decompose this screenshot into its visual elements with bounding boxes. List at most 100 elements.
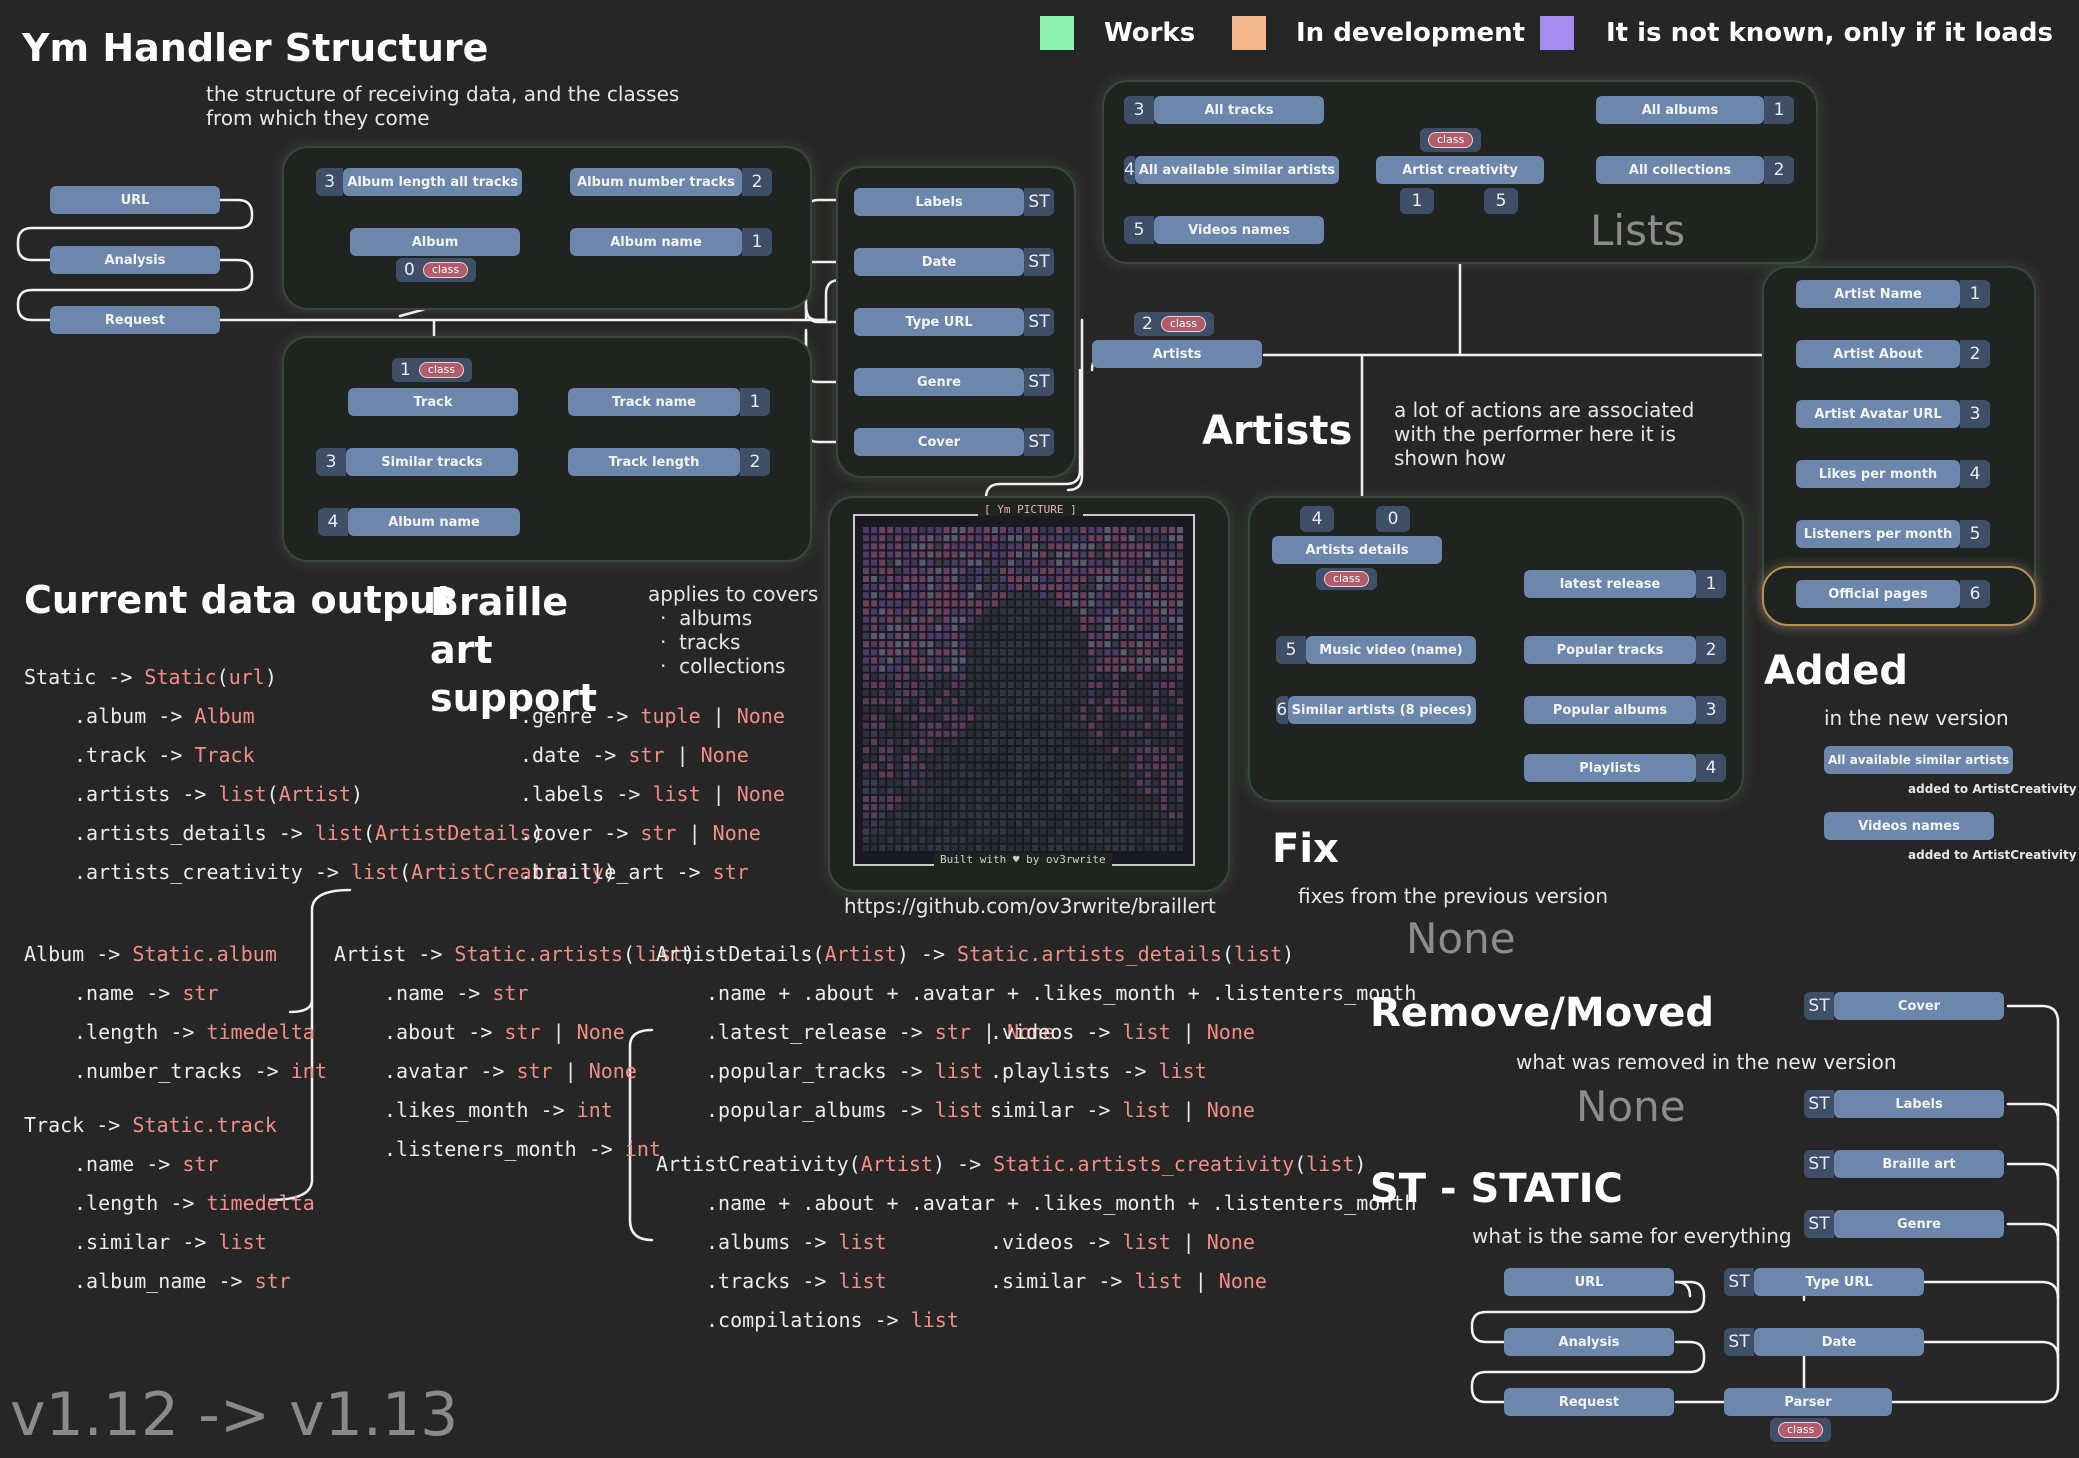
artist-details-node[interactable]: Artists details <box>1272 536 1442 564</box>
parser-url-node[interactable]: URL <box>1504 1268 1674 1296</box>
braille-cell <box>911 567 918 574</box>
braille-cell <box>1144 649 1151 656</box>
braille-cell <box>1040 616 1047 623</box>
braille-cell <box>895 673 902 680</box>
braille-cell <box>1096 616 1103 623</box>
fix-value: None <box>1406 914 1516 963</box>
braille-cell <box>943 673 950 680</box>
artist-creativity-node[interactable]: Artist creativity <box>1376 156 1544 184</box>
braille-cell <box>1160 681 1167 688</box>
flow-url-node[interactable]: URL <box>50 186 220 214</box>
flow-request-node[interactable]: Request <box>50 306 220 334</box>
braille-cell <box>1176 673 1183 680</box>
braille-cell <box>1120 779 1127 786</box>
flow-analysis-node[interactable]: Analysis <box>50 246 220 274</box>
braille-cell <box>1152 779 1159 786</box>
parser-request-node[interactable]: Request <box>1504 1388 1674 1416</box>
braille-cell <box>1088 527 1095 534</box>
braille-cell <box>951 706 958 713</box>
braille-cell <box>991 575 998 583</box>
version-label: v1.12 -> v1.13 <box>10 1380 459 1450</box>
braille-cell <box>911 649 918 656</box>
album-node[interactable]: Album <box>350 228 520 256</box>
braille-cell <box>1024 632 1031 640</box>
braille-cell <box>1015 812 1022 819</box>
added-similar-artists-node[interactable]: All available similar artists <box>1824 746 2014 774</box>
braille-cell <box>1136 844 1143 851</box>
braille-cell <box>935 649 942 656</box>
braille-cell <box>975 730 982 737</box>
braille-cell <box>999 820 1006 827</box>
braille-cell <box>1168 673 1175 680</box>
braille-cell <box>1032 763 1039 770</box>
braille-cell <box>863 632 870 640</box>
braille-cell <box>943 527 950 534</box>
braille-cell <box>975 836 982 843</box>
braille-cell <box>927 747 934 754</box>
braille-cell <box>863 673 870 680</box>
braille-cell <box>967 722 974 729</box>
braille-cell <box>1160 559 1167 566</box>
braille-cell <box>1176 649 1183 656</box>
braille-cell <box>1015 722 1022 729</box>
braille-cell <box>991 812 998 819</box>
track-node[interactable]: Track <box>348 388 518 416</box>
braille-cell <box>1112 771 1119 778</box>
parser-node[interactable]: Parser <box>1724 1388 1892 1416</box>
parser-analysis-node[interactable]: Analysis <box>1504 1328 1674 1356</box>
braille-cell <box>903 527 910 534</box>
braille-cell <box>943 812 950 819</box>
braille-cell <box>1056 592 1063 599</box>
braille-url[interactable]: https://github.com/ov3rwrite/braillert <box>844 894 1216 918</box>
braille-cell <box>1056 665 1063 672</box>
braille-cell <box>991 698 998 705</box>
st-static-sub: what is the same for everything <box>1472 1224 1792 1248</box>
artists-node[interactable]: Artists <box>1092 340 1262 368</box>
braille-cell <box>927 730 934 737</box>
braille-cell <box>1064 665 1071 672</box>
braille-cell <box>991 820 998 827</box>
braille-cell <box>1136 730 1143 737</box>
braille-cell <box>959 608 966 615</box>
braille-cell <box>1144 747 1151 754</box>
added-videos-names-node[interactable]: Videos names <box>1824 812 1994 840</box>
braille-cell <box>951 649 958 656</box>
braille-cell <box>927 657 934 664</box>
braille-cell <box>1136 787 1143 794</box>
